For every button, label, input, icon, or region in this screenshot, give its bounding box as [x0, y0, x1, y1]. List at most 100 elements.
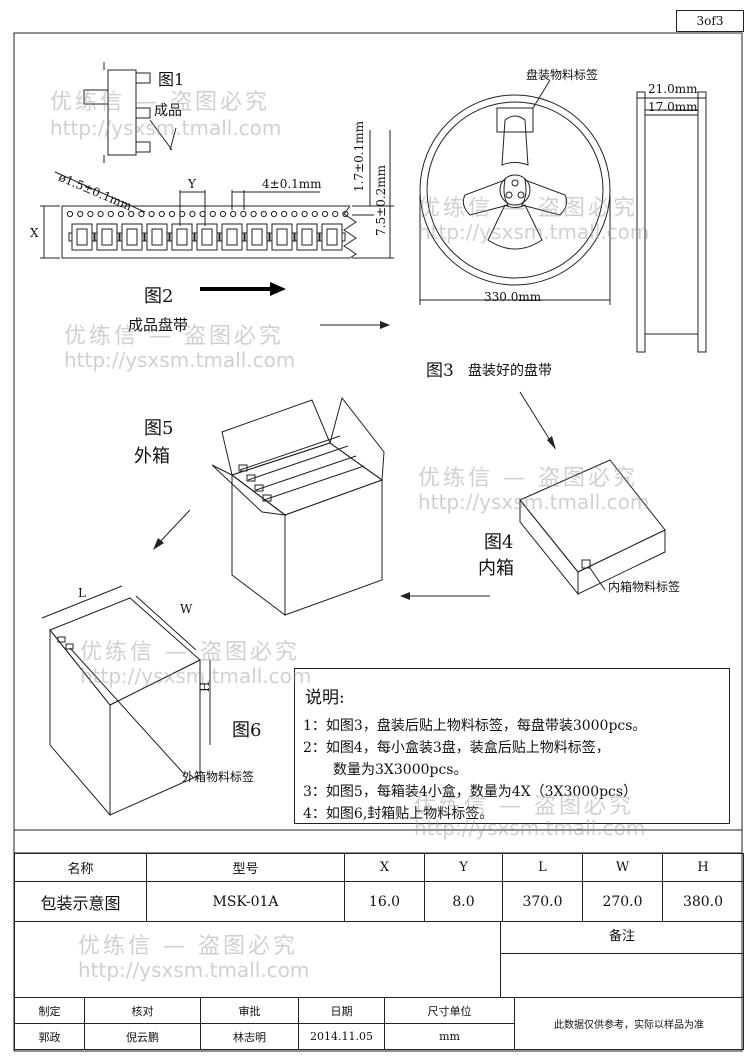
sprocket-hole	[117, 210, 125, 218]
sprocket-hole	[219, 210, 227, 218]
sealed-box	[41, 585, 211, 817]
note-line-1: 1：如图3，盘装后贴上物料标签，每盘带装3000pcs。	[303, 718, 647, 734]
notes-title: 说明:	[305, 688, 345, 708]
sign-header-author: 制定	[14, 997, 85, 1024]
header-h: H	[662, 853, 744, 882]
note-line-5: 4：如图6,封箱贴上物料标签。	[303, 806, 494, 822]
parameter-header-row: 名称 型号 X Y L W H	[14, 853, 744, 882]
inner-box	[519, 459, 666, 596]
tape-pocket	[193, 223, 221, 251]
value-model: MSK-01A	[146, 881, 345, 922]
sprocket-hole	[158, 210, 165, 218]
header-model: 型号	[146, 853, 345, 882]
value-l: 370.0	[502, 881, 583, 922]
sign-header-unit: 尺寸单位	[384, 997, 515, 1024]
remarks-label: 备注	[500, 921, 743, 954]
tape-pocket	[168, 223, 196, 251]
value-h: 380.0	[662, 881, 744, 922]
tape-pocket	[318, 223, 346, 251]
tape-pocket	[268, 223, 296, 251]
fig6-label: 图6	[232, 720, 262, 741]
fig1-label: 图1	[158, 70, 185, 89]
page-number: 3of3	[676, 10, 744, 32]
sprocket-hole	[87, 210, 94, 218]
sprocket-hole	[230, 210, 237, 218]
w-dim: W	[180, 602, 193, 616]
sprocket-hole	[321, 210, 329, 218]
value-x: 16.0	[344, 881, 425, 922]
remarks-cell	[500, 953, 743, 997]
fig5-caption: 外箱	[134, 446, 170, 467]
sprocket-hole	[138, 210, 145, 218]
sign-approver: 林志明	[200, 1023, 299, 1050]
tape-pocket	[68, 223, 96, 251]
sign-header-approver: 审批	[200, 997, 299, 1024]
remarks-area	[14, 921, 744, 997]
sign-header-checker: 核对	[84, 997, 201, 1024]
tape-pocket	[143, 223, 171, 251]
signature-table: 制定 核对 审批 日期 尺寸单位 此数据仅供参考，实际以样品为准 郭政 倪云鹏 …	[14, 997, 744, 1050]
tape-pocket	[218, 223, 246, 251]
w-inner-dim: 17.0mm	[648, 100, 698, 114]
sprocket-hole	[168, 210, 176, 218]
sprocket-hole	[332, 210, 339, 218]
pitch-dim: 4±0.1mm	[262, 177, 322, 191]
sprocket-hole	[342, 210, 349, 218]
reel-label-text: 盘装物料标签	[526, 68, 599, 82]
note-line-2: 2：如图4，每小盒装3盘，装盒后贴上物料标签，	[303, 740, 610, 756]
header-w: W	[582, 853, 663, 882]
tape-pocket	[293, 223, 321, 251]
fig3-caption: 盘装好的盘带	[468, 363, 552, 379]
tape-pocket	[243, 223, 271, 251]
sprocket-hole	[240, 210, 247, 218]
sprocket-hole	[291, 210, 298, 218]
disclaimer: 此数据仅供参考，实际以样品为准	[514, 997, 744, 1050]
notes-box: 说明: 1：如图3，盘装后贴上物料标签，每盘带装3000pcs。 2：如图4，每…	[294, 668, 730, 824]
sprocket-hole	[301, 210, 308, 218]
header-name: 名称	[14, 853, 147, 882]
value-w: 270.0	[582, 881, 663, 922]
outer-box	[211, 396, 385, 617]
fig2-label: 图2	[144, 286, 174, 307]
w-outer-dim: 21.0mm	[648, 82, 698, 96]
outer-label-text: 外箱物料标签	[182, 770, 255, 784]
header-l: L	[502, 853, 583, 882]
sprocket-hole	[66, 210, 74, 218]
l-dim: L	[78, 586, 86, 600]
tape-pocket	[118, 223, 146, 251]
sprocket-hole	[77, 210, 84, 218]
sign-checker: 倪云鹏	[84, 1023, 201, 1050]
sprocket-hole	[107, 210, 114, 218]
sprocket-hole	[199, 210, 206, 218]
sprocket-hole	[148, 210, 155, 218]
fig3-label: 图3	[426, 361, 454, 381]
d2-dim: 7.5±0.2mm	[374, 165, 388, 236]
fig1-caption: 成品	[154, 103, 182, 119]
inner-label-text: 内箱物料标签	[608, 580, 681, 594]
reel-figure	[419, 79, 707, 353]
parameter-table: 名称 型号 X Y L W H 包装示意图 MSK-01A 16.0 8.0 3…	[14, 853, 744, 922]
sprocket-hole	[281, 210, 288, 218]
sign-author: 郭政	[14, 1023, 85, 1050]
sprocket-hole	[97, 210, 104, 218]
sprocket-hole	[128, 210, 135, 218]
sprocket-hole	[250, 210, 257, 218]
note-line-4: 3：如图5，每箱装4小盒，数量为4X（3X3000pcs）	[303, 784, 638, 800]
parameter-value-row: 包装示意图 MSK-01A 16.0 8.0 370.0 270.0 380.0	[14, 881, 744, 922]
fig2-caption: 成品盘带	[128, 316, 189, 334]
tape-pocket	[93, 223, 121, 251]
component-figure	[83, 62, 177, 163]
sign-header-date: 日期	[298, 997, 385, 1024]
d1-dim: 1.7±0.1mm	[352, 121, 366, 192]
y-dim: Y	[188, 177, 196, 191]
signature-value-row: 郭政 倪云鹏 林志明 2014.11.05 mm	[14, 1023, 744, 1050]
reel-dia-dim: 330.0mm	[484, 290, 542, 304]
sprocket-hole	[209, 210, 216, 218]
value-y: 8.0	[424, 881, 503, 922]
fig4-label: 图4	[484, 532, 514, 553]
carrier-tape	[40, 130, 394, 259]
h-dim: H	[198, 681, 212, 692]
sprocket-hole	[260, 210, 267, 218]
header-x: X	[344, 853, 425, 882]
sprocket-hole	[270, 210, 278, 218]
